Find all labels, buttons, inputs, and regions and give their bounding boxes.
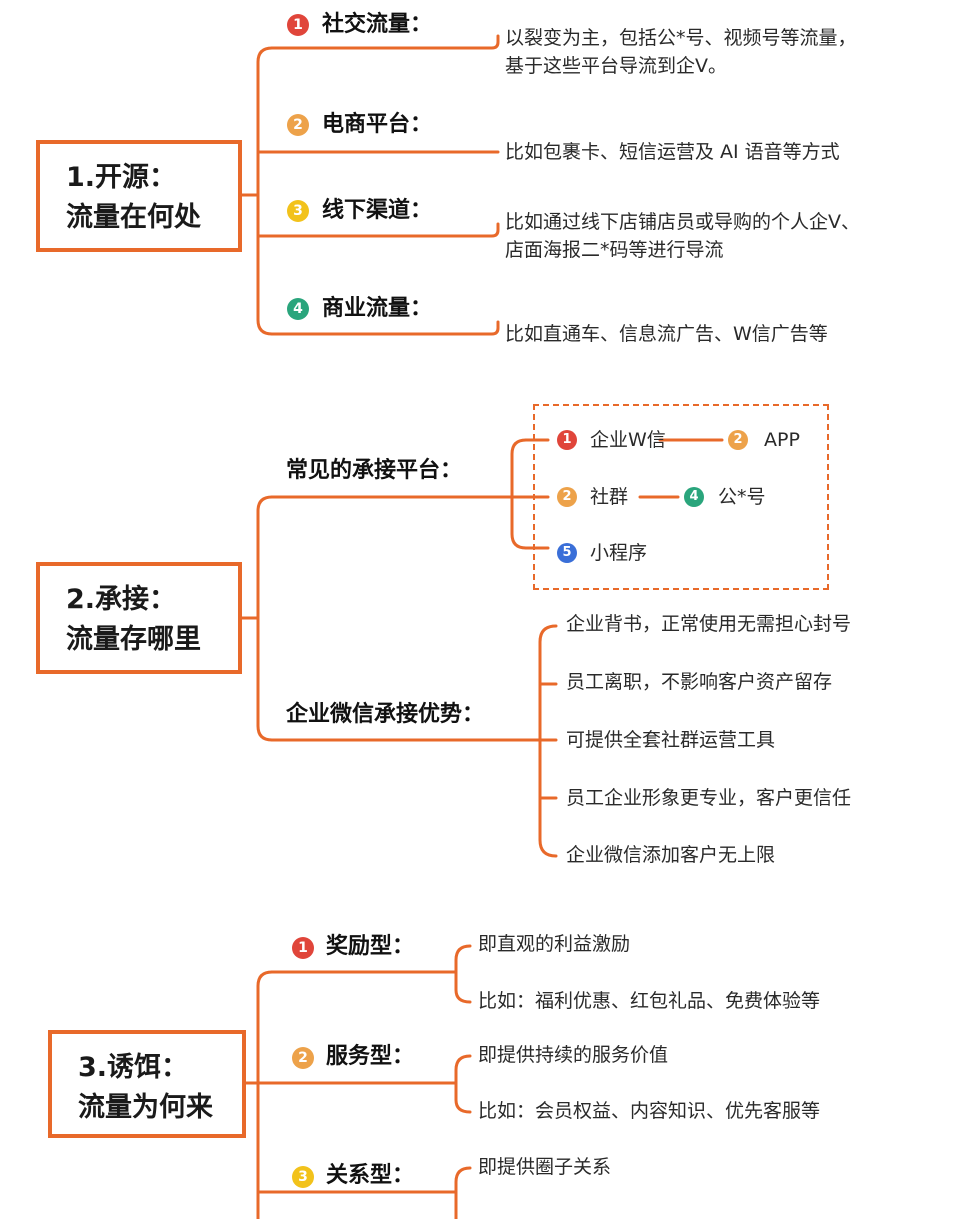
topic-3-line2: 流量为何来 <box>78 1092 213 1123</box>
branch-wecom-advantages: 企业微信承接优势： <box>286 702 485 727</box>
badge-2-icon: 2 <box>287 114 309 136</box>
bait-3-badge-icon: 3 <box>292 1166 314 1188</box>
topic-2-line2: 流量存哪里 <box>66 624 201 655</box>
badge-1-icon: 1 <box>287 14 309 36</box>
platform-3-badge-icon: 2 <box>557 487 577 507</box>
badge-4-icon: 4 <box>287 298 309 320</box>
leaf-offline-desc-2: 店面海报二*码等进行导流 <box>505 239 724 261</box>
platform-wecom: 企业W信 <box>590 429 666 451</box>
service-item: 比如：会员权益、内容知识、优先客服等 <box>478 1100 821 1122</box>
advantage-item: 可提供全套社群运营工具 <box>566 729 776 751</box>
reward-item: 比如：福利优惠、红包礼品、免费体验等 <box>478 990 821 1012</box>
platform-app: APP <box>764 429 800 451</box>
branch-service-type: 服务型： <box>326 1044 415 1069</box>
advantage-item: 企业微信添加客户无上限 <box>566 844 776 866</box>
leaf-social-desc-2: 基于这些平台导流到企V。 <box>505 55 727 77</box>
topic-3-box: 3.诱饵： 流量为何来 <box>48 1030 246 1138</box>
branch-commercial: 商业流量： <box>322 296 433 321</box>
platform-2-badge-icon: 2 <box>728 430 748 450</box>
advantage-item: 员工企业形象更专业，客户更信任 <box>566 787 852 809</box>
topic-2-box: 2.承接： 流量存哪里 <box>36 562 242 674</box>
leaf-ecommerce-desc: 比如包裹卡、短信运营及 AI 语音等方式 <box>505 141 840 163</box>
branch-reward-type: 奖励型： <box>326 934 415 959</box>
service-item: 即提供持续的服务价值 <box>478 1044 669 1066</box>
platform-5-badge-icon: 5 <box>557 543 577 563</box>
leaf-offline-desc-1: 比如通过线下店铺店员或导购的个人企V、 <box>505 211 860 233</box>
topic-1-line2: 流量在何处 <box>66 202 201 233</box>
bait-1-badge-icon: 1 <box>292 937 314 959</box>
topic-1-box: 1.开源： 流量在何处 <box>36 140 242 252</box>
branch-relationship-type: 关系型： <box>326 1163 415 1188</box>
platforms-dashed-box <box>533 404 829 590</box>
bait-2-badge-icon: 2 <box>292 1047 314 1069</box>
reward-item: 即直观的利益激励 <box>478 933 631 955</box>
topic-3-line1: 3.诱饵： <box>78 1052 189 1083</box>
platform-community: 社群 <box>590 486 629 508</box>
advantage-item: 员工离职，不影响客户资产留存 <box>566 671 833 693</box>
relationship-item: 即提供圈子关系 <box>478 1156 612 1178</box>
branch-social-traffic: 社交流量： <box>322 12 433 37</box>
branch-ecommerce: 电商平台： <box>322 112 433 137</box>
platform-official-account: 公*号 <box>718 486 766 508</box>
branch-offline: 线下渠道： <box>322 198 433 223</box>
leaf-commercial-desc: 比如直通车、信息流广告、W信广告等 <box>505 323 828 345</box>
leaf-social-desc-1: 以裂变为主，包括公*号、视频号等流量， <box>505 27 857 49</box>
platform-1-badge-icon: 1 <box>557 430 577 450</box>
platform-mini-program: 小程序 <box>590 542 648 564</box>
branch-platforms: 常见的承接平台： <box>286 458 463 483</box>
advantage-item: 企业背书，正常使用无需担心封号 <box>566 613 852 635</box>
badge-3-icon: 3 <box>287 200 309 222</box>
topic-1-line1: 1.开源： <box>66 162 177 193</box>
platform-4-badge-icon: 4 <box>684 487 704 507</box>
topic-2-line1: 2.承接： <box>66 584 177 615</box>
